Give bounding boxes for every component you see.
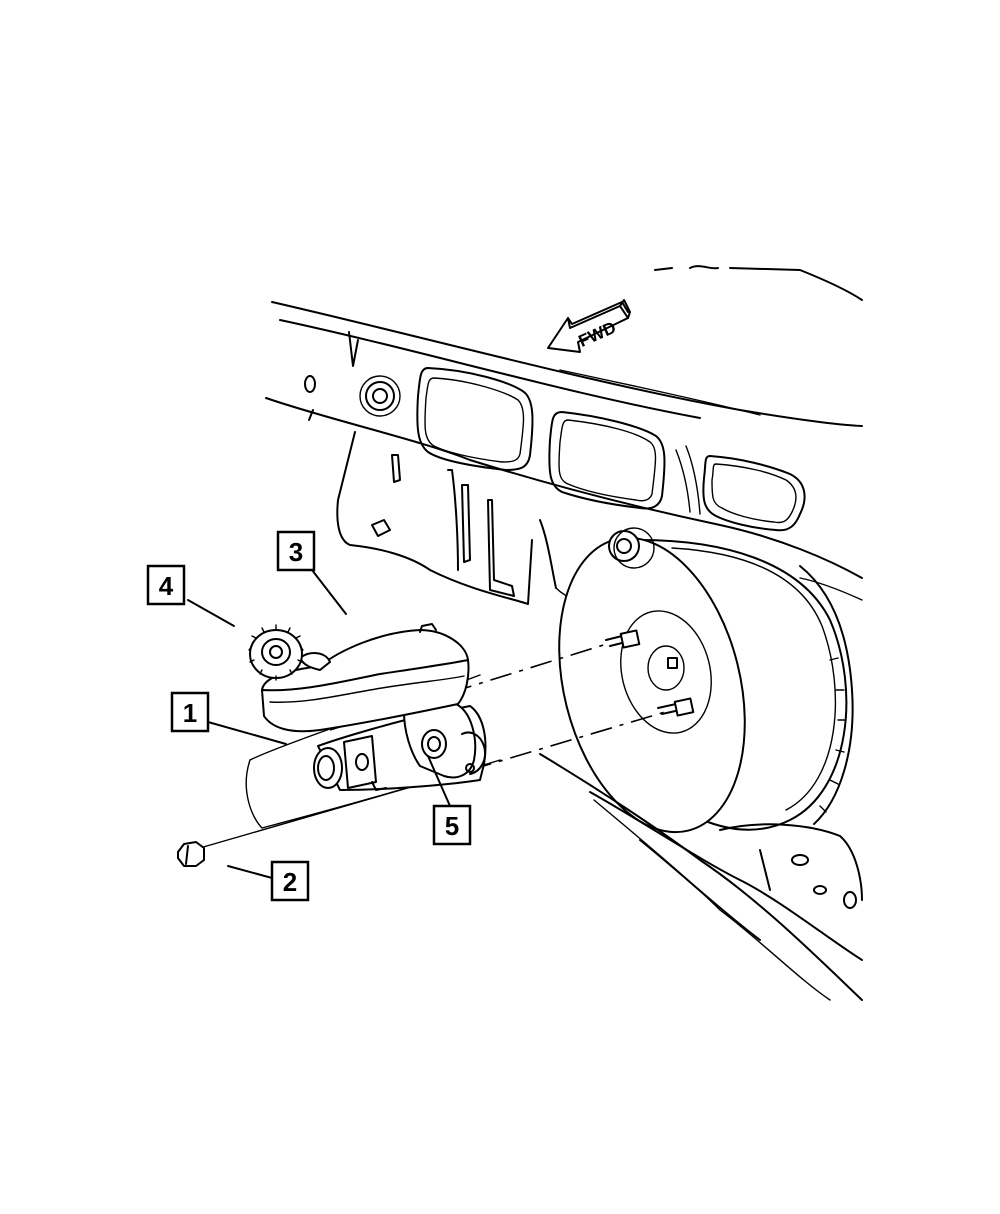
callout-label-5: 5	[445, 811, 459, 841]
callout-label-4: 4	[159, 571, 174, 601]
leader-3	[311, 569, 347, 615]
callout-box-3	[276, 530, 316, 572]
brake-fluid-reservoir	[248, 623, 470, 733]
leader-1	[207, 721, 287, 745]
mounting-nut	[177, 841, 205, 867]
leader-5	[427, 755, 451, 807]
callout-1: 1	[170, 691, 210, 733]
callout-2: 2	[270, 860, 310, 902]
leader-2	[227, 865, 273, 879]
callout-box-5	[432, 804, 472, 846]
callout-leaders	[187, 569, 451, 879]
lower-frame	[539, 577, 863, 1001]
callout-box-4	[146, 564, 186, 606]
leader-4	[187, 599, 235, 627]
callout-box-2	[270, 860, 310, 902]
master-cylinder	[245, 674, 501, 829]
callout-label-2: 2	[283, 867, 297, 897]
callout-box-1	[170, 691, 210, 733]
callout-label-1: 1	[183, 698, 197, 728]
callout-label-3: 3	[289, 537, 303, 567]
forward-direction-arrow: FWD	[547, 299, 631, 353]
brake-booster	[185, 527, 854, 853]
dash-panel	[265, 265, 863, 605]
callout-4: 4	[146, 564, 186, 606]
callout-5: 5	[432, 804, 472, 846]
callout-3: 3	[276, 530, 316, 572]
